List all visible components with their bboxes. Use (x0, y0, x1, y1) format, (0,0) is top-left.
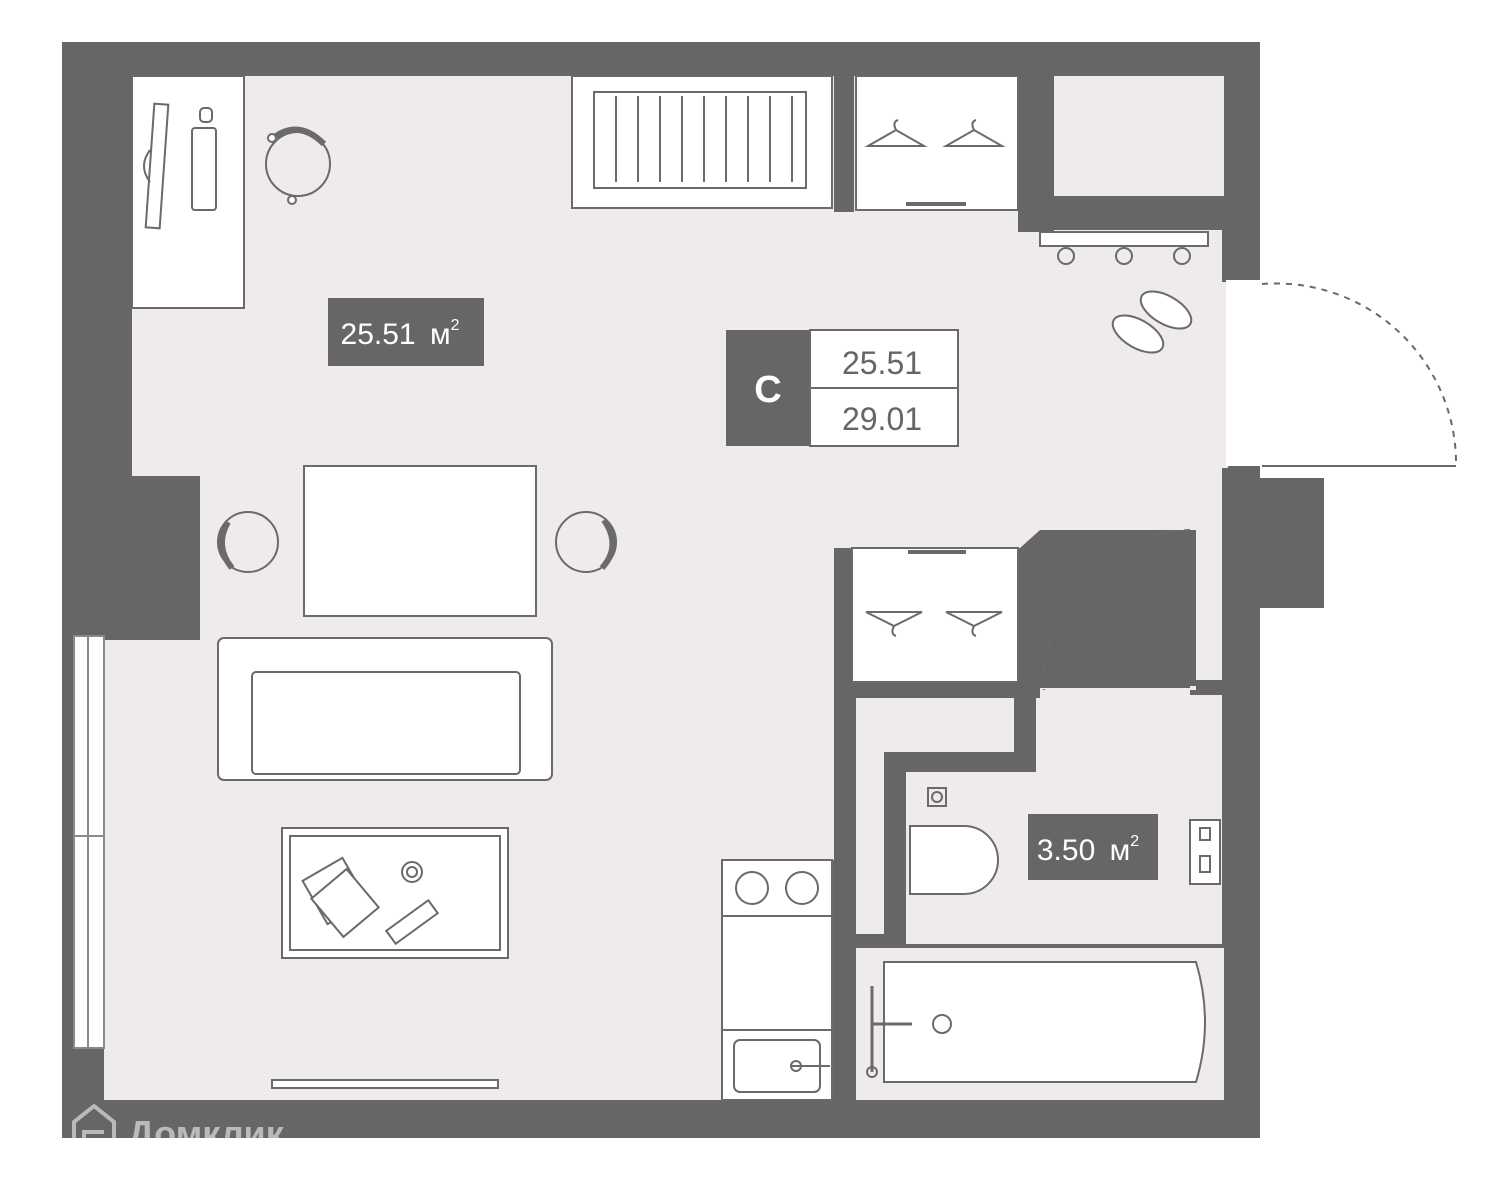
wall-right-lower (1226, 478, 1324, 608)
bathroom-area-label: 3.50 м2 (1028, 814, 1158, 880)
keyboard (191, 127, 217, 211)
wall-bath-sep (856, 944, 1224, 948)
wall-storage-bottom (1018, 196, 1224, 230)
wall-closet-mid-left (834, 548, 852, 944)
svg-text:25.51 м2: 25.51 м2 (341, 317, 460, 351)
bathtub (866, 961, 1206, 1083)
bathroom-area-unit: м (1110, 834, 1131, 867)
wall-bath-right-stub (1196, 680, 1222, 694)
apartment-badge: С 25.51 29.01 (726, 329, 959, 447)
shoe-rack (1039, 231, 1209, 265)
wall-bath-step (1014, 682, 1036, 772)
bathroom-area-bg (1028, 814, 1158, 880)
dining-chair-left (217, 511, 279, 573)
wardrobe-hangers (593, 91, 807, 189)
bath-corridor-floor (856, 698, 1014, 934)
monitor (144, 102, 170, 230)
water-heater (1189, 819, 1221, 885)
closet-middle (851, 547, 1019, 683)
badge-type-bg (726, 330, 810, 446)
main-room-area-exp: 2 (451, 317, 460, 334)
entrance (1226, 280, 1500, 608)
dining-table (303, 465, 537, 617)
storage-room-floor (1054, 76, 1224, 196)
badge-type-letter: С (754, 369, 781, 411)
watermark: Домклик (72, 1103, 285, 1154)
main-room-area-value: 25.51 (341, 318, 416, 351)
closet-upper (855, 75, 1019, 211)
dining-chair-right (555, 511, 617, 573)
sofa (217, 637, 553, 781)
main-room-area-unit: м (430, 318, 451, 351)
inner-walls (104, 76, 1224, 1136)
desk-chair (265, 126, 331, 205)
wall-closet-upper-left (834, 76, 854, 212)
main-room-area-label: 25.51 м2 (328, 298, 484, 366)
bathroom-area-value: 3.50 (1037, 834, 1095, 867)
toilet (909, 787, 999, 895)
entrance-door-swing (1261, 282, 1458, 467)
wall-bath-step3 (884, 752, 906, 944)
house-logo-icon (72, 1103, 116, 1150)
coffee-table (281, 827, 509, 959)
kitchen-block (721, 859, 833, 1101)
wall-bath-upper (834, 682, 1040, 698)
slippers (1111, 290, 1193, 354)
main-room-area-bg (328, 298, 484, 366)
furniture (131, 75, 1221, 1101)
tv-stand (271, 1079, 499, 1089)
bathroom-area-exp: 2 (1130, 833, 1139, 850)
wall-bath-bottom (834, 936, 856, 1136)
window-left (73, 635, 105, 1049)
wall-bath-step2 (884, 752, 1034, 772)
bath-door-swing (1042, 529, 1191, 691)
mouse (199, 107, 213, 123)
monitor-stand (143, 149, 151, 183)
wall-bath-right-inner (1188, 530, 1196, 686)
badge-total-area: 29.01 (842, 401, 922, 437)
wall-pillar-left (104, 476, 200, 610)
entrance-opening (1226, 280, 1266, 466)
watermark-text: Домклик (128, 1113, 285, 1154)
svg-text:3.50 м2: 3.50 м2 (1037, 833, 1139, 867)
badge-living-area: 25.51 (842, 345, 922, 381)
